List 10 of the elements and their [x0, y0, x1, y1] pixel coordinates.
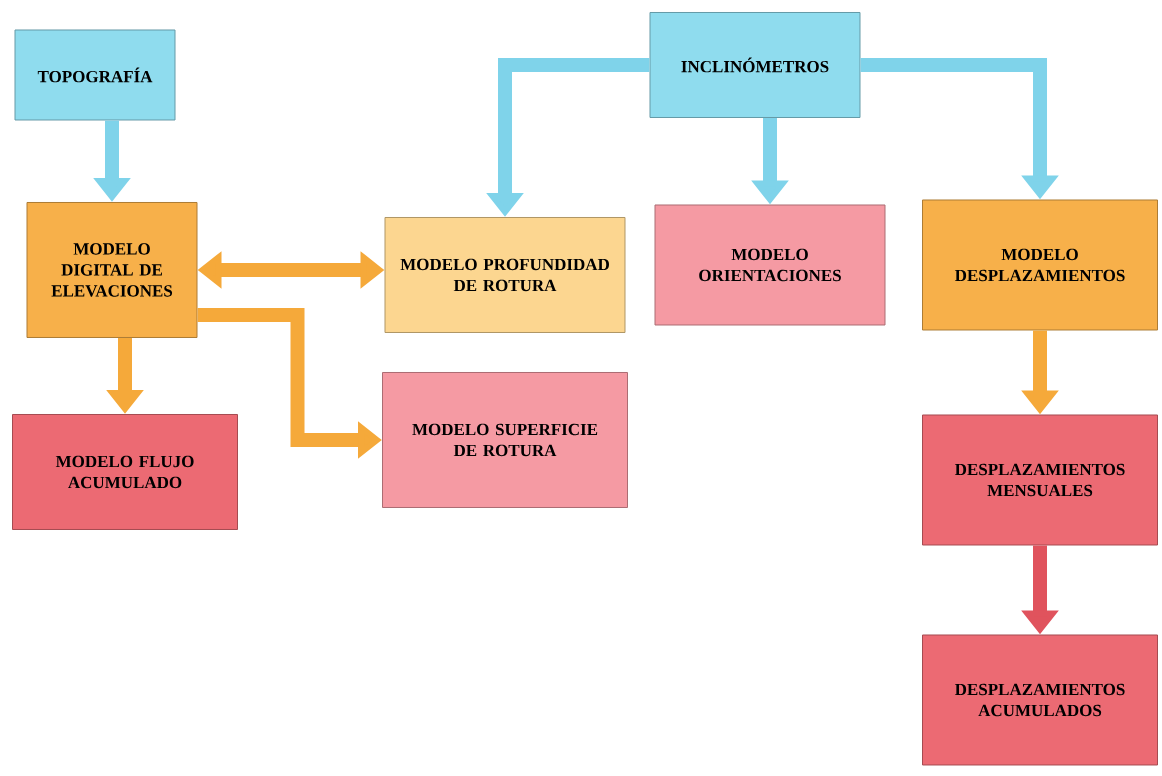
process-box: MODELO DIGITAL DE ELEVACIONES: [26, 202, 198, 338]
process-box: MODELO PROFUNDIDAD DE ROTURA: [384, 217, 626, 333]
process-box: MODELO ORIENTACIONES: [654, 204, 886, 326]
process-box: DESPLAZAMIENTOS ACUMULADOS: [922, 634, 1158, 766]
process-box: MODELO FLUJO ACUMULADO: [12, 414, 238, 530]
process-box: TOPOGRAFÍA: [14, 29, 176, 121]
process-box: MODELO DESPLAZAMIENTOS: [922, 199, 1158, 331]
process-box: INCLINÓMETROS: [649, 12, 861, 118]
process-box: MODELO SUPERFICIE DE ROTURA: [382, 372, 628, 508]
process-box: DESPLAZAMIENTOS MENSUALES: [922, 414, 1158, 546]
